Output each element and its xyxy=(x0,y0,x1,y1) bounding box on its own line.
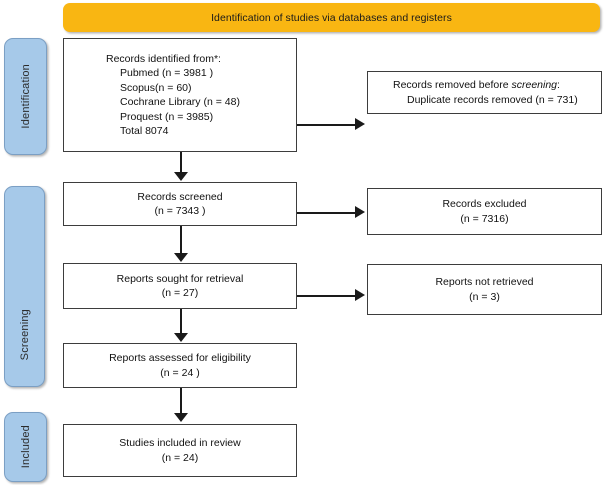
records-screened-label: Records screened xyxy=(137,190,223,203)
box-reports-sought: Reports sought for retrieval (n = 27) xyxy=(63,263,297,309)
arrow-assessed-to-included xyxy=(174,413,188,422)
box-studies-included: Studies included in review (n = 24) xyxy=(63,424,297,477)
records-screened-count: (n = 7343 ) xyxy=(154,205,206,217)
box-records-removed: Records removed before screening: Duplic… xyxy=(367,71,602,114)
records-excluded-label: Records excluded xyxy=(442,198,527,210)
arrow-identified-to-removed xyxy=(355,118,365,130)
arrow-screened-to-excluded xyxy=(355,206,365,218)
duplicate-records-removed: Duplicate records removed (n = 731) xyxy=(407,93,578,106)
records-removed-heading-post: : xyxy=(557,79,560,91)
connector-sought-to-assessed xyxy=(180,309,182,334)
records-removed-heading-pre: Records removed before xyxy=(393,79,512,91)
studies-included-count: (n = 24) xyxy=(161,451,199,464)
box-records-excluded: Records excluded (n = 7316) xyxy=(367,188,602,235)
reports-assessed-count: (n = 24 ) xyxy=(160,366,200,379)
box-reports-assessed: Reports assessed for eligibility (n = 24… xyxy=(63,343,297,388)
connector-identified-to-removed xyxy=(297,124,357,126)
stage-label-identification: Identification xyxy=(19,64,32,129)
reports-not-retrieved-label: Reports not retrieved xyxy=(435,276,534,288)
reports-assessed-label: Reports assessed for eligibility xyxy=(109,352,251,364)
records-identified-heading: Records identified from*: xyxy=(106,52,221,65)
reports-sought-label: Reports sought for retrieval xyxy=(116,272,244,285)
records-excluded-count: (n = 7316) xyxy=(460,212,509,225)
stage-bar-identification: Identification xyxy=(4,38,47,155)
box-records-identified: Records identified from*: Pubmed (n = 39… xyxy=(63,38,297,152)
banner-identification-header: Identification of studies via databases … xyxy=(63,3,600,32)
box-records-screened: Records screened (n = 7343 ) xyxy=(63,182,297,226)
source-pubmed: Pubmed (n = 3981 ) xyxy=(120,67,214,79)
records-removed-heading-emphasis: screening xyxy=(511,79,558,91)
reports-sought-count: (n = 27) xyxy=(161,287,199,299)
arrow-sought-to-not-retrieved xyxy=(355,289,365,301)
box-reports-not-retrieved: Reports not retrieved (n = 3) xyxy=(367,264,602,315)
source-proquest: Proquest (n = 3985) xyxy=(120,110,214,123)
records-removed-heading: Records removed before screening: xyxy=(381,78,560,93)
studies-included-label: Studies included in review xyxy=(119,437,241,449)
banner-title: Identification of studies via databases … xyxy=(211,11,452,24)
arrow-sought-to-assessed xyxy=(174,333,188,342)
source-total: Total 8074 xyxy=(120,125,169,137)
stage-label-screening: Screening xyxy=(18,308,31,360)
connector-assessed-to-included xyxy=(180,388,182,414)
stage-bar-included: Included xyxy=(4,412,47,482)
stage-bar-screening: Screening xyxy=(4,186,45,387)
source-cochrane-library: Cochrane Library (n = 48) xyxy=(120,96,240,108)
arrow-identified-to-screened xyxy=(174,172,188,181)
stage-label-included: Included xyxy=(19,425,32,469)
connector-sought-to-not-retrieved xyxy=(297,295,357,297)
connector-screened-to-sought xyxy=(180,226,182,254)
connector-identified-to-screened xyxy=(180,152,182,173)
reports-not-retrieved-count: (n = 3) xyxy=(469,290,500,303)
arrow-screened-to-sought xyxy=(174,253,188,262)
source-scopus: Scopus(n = 60) xyxy=(120,81,192,94)
connector-screened-to-excluded xyxy=(297,212,357,214)
